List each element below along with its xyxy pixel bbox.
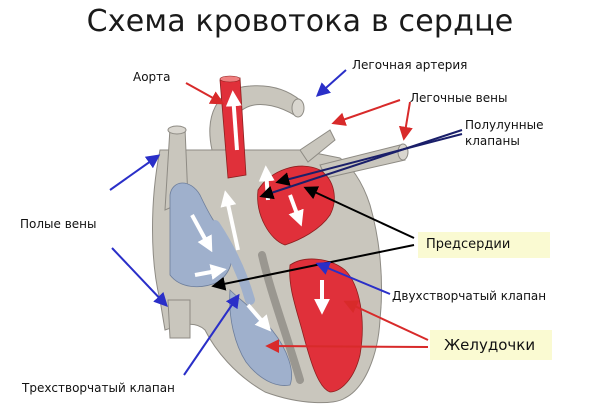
label-pulmonary-artery: Легочная артерия — [352, 58, 468, 72]
flow-arrow-blue-3 — [246, 303, 272, 332]
vena-cava-inferior — [167, 299, 191, 339]
pulmonary-vein-arrow-1 — [331, 99, 401, 126]
semilunar-arrow-1 — [259, 129, 463, 200]
label-ventricles: Желудочки — [430, 330, 552, 360]
label-aorta: Аорта — [133, 70, 171, 84]
aorta-flow-arrow — [185, 82, 225, 105]
label-pulmonary-veins: Легочные вены — [410, 91, 508, 105]
label-semilunar-valves-line1: Полулунные — [465, 118, 544, 132]
vena-cava-arrow-1 — [109, 154, 161, 191]
label-vena-cava: Полые вены — [20, 217, 97, 231]
label-tricuspid-valve: Трехстворчатый клапан — [22, 381, 175, 395]
bicuspid-arrow — [315, 261, 391, 295]
tricuspid-arrow — [183, 293, 240, 376]
flow-arrow-red-1 — [225, 90, 242, 151]
pulmonary-artery-flow-arrow — [315, 69, 347, 97]
ventricles-arrow-2 — [265, 339, 429, 354]
atria-arrow-2 — [211, 244, 415, 291]
flow-arrow-blue-4 — [220, 190, 240, 251]
vena-cava-arrow-2 — [111, 247, 168, 308]
pulmonary-vein-tube — [299, 129, 336, 163]
flow-arrow-blue-2 — [194, 264, 227, 280]
semilunar-arrow-2 — [275, 133, 463, 186]
label-atria: Предсердии — [418, 232, 550, 258]
label-semilunar-valves-line2: клапаны — [465, 134, 520, 148]
atria-arrow-1 — [303, 186, 415, 239]
pulmonary-vein-arrow-2 — [398, 101, 413, 141]
ventricles-arrow-1 — [343, 300, 429, 341]
flow-arrow-red-2 — [288, 194, 304, 227]
left-ventricle — [289, 258, 363, 393]
label-bicuspid-valve: Двухстворчатый клапан — [392, 289, 547, 303]
flow-arrow-blue-1 — [190, 214, 213, 253]
diagram-title: Схема кровотока в сердце — [86, 4, 514, 39]
